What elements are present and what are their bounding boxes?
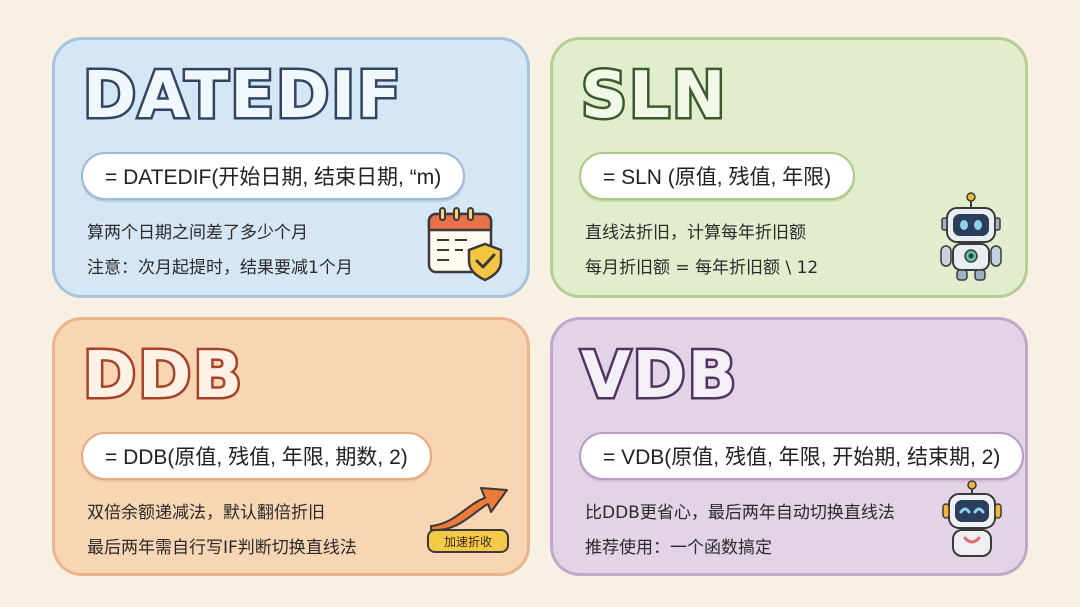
description-line-2: 每月折旧额 = 每年折旧额 \ 12 [585, 258, 819, 278]
formula-pill: = VDB(原值, 残值, 年限, 开始期, 结束期, 2) [579, 432, 1025, 480]
description-line-1: 比DDB更省心，最后两年自动切换直线法 [585, 503, 895, 523]
description-line-2: 最后两年需自行写IF判断切换直线法 [87, 538, 357, 558]
robot-icon [933, 190, 1009, 286]
description-line-1: 双倍余额递减法，默认翻倍折旧 [87, 503, 325, 523]
ddb-card: DDB = DDB(原值, 残值, 年限, 期数, 2) 双倍余额递减法，默认翻… [52, 317, 530, 576]
calendar-check-icon [425, 206, 511, 282]
card-title: VDB [578, 338, 739, 415]
card-title: SLN [578, 58, 728, 135]
description-line-1: 算两个日期之间差了多少个月 [87, 223, 308, 243]
vdb-card: VDB = VDB(原值, 残值, 年限, 开始期, 结束期, 2) 比DDB更… [550, 317, 1028, 576]
description-line-2: 注意：次月起提时，结果要减1个月 [87, 258, 353, 278]
datedif-card: DATEDIF = DATEDIF(开始日期, 结束日期, “m) 算两个日期之… [52, 37, 530, 298]
smiling-robot-icon [937, 480, 1007, 560]
trend-up-arrow-icon [425, 476, 515, 562]
accelerated-badge: 加速折收 [427, 529, 509, 553]
formula-pill: = DDB(原值, 残值, 年限, 期数, 2) [81, 432, 432, 480]
sln-card: SLN = SLN (原值, 残值, 年限) 直线法折旧，计算每年折旧额 每月折… [550, 37, 1028, 298]
formula-pill: = SLN (原值, 残值, 年限) [579, 152, 856, 200]
card-title: DDB [80, 338, 245, 415]
description-line-1: 直线法折旧，计算每年折旧额 [585, 223, 806, 243]
description-line-2: 推荐使用：一个函数搞定 [585, 538, 772, 558]
formula-pill: = DATEDIF(开始日期, 结束日期, “m) [81, 152, 466, 200]
card-title: DATEDIF [81, 58, 404, 135]
